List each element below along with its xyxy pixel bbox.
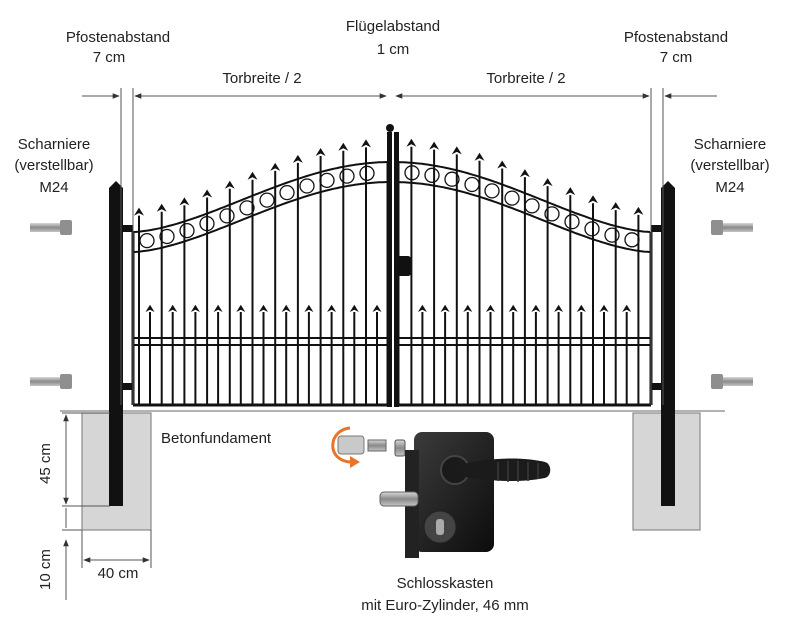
lock-box-icon <box>331 426 551 558</box>
post-left <box>109 188 123 506</box>
post-gap-right-title: Pfostenabstand <box>623 29 729 46</box>
hinge-right-line3: M24 <box>715 179 745 196</box>
leaf-gap-title: Flügelabstand <box>345 18 441 35</box>
depth-10-label: 10 cm <box>37 549 54 590</box>
post-gap-left-value: 7 cm <box>92 49 126 66</box>
leaf-gap-value: 1 cm <box>376 41 410 58</box>
dimension-lines <box>62 88 717 600</box>
lock-label-line1: Schlosskasten <box>396 575 494 592</box>
hinge-left-line1: Scharniere <box>17 136 91 153</box>
post-gap-left-title: Pfostenabstand <box>65 29 171 46</box>
hinge-bolts <box>30 220 753 389</box>
width-40-label: 40 cm <box>97 565 139 582</box>
gate-leaves <box>123 124 661 407</box>
post-right <box>661 188 675 506</box>
hinge-right-line2: (verstellbar) <box>690 157 770 174</box>
hinge-left-line3: M24 <box>39 179 69 196</box>
hinge-right-line1: Scharniere <box>693 136 767 153</box>
depth-45-label: 45 cm <box>37 443 54 484</box>
post-gap-right-value: 7 cm <box>659 49 693 66</box>
hinge-bolt-icon <box>711 374 753 389</box>
hinge-left-line2: (verstellbar) <box>14 157 94 174</box>
hinge-bolt-icon <box>711 220 753 235</box>
hinge-bolt-icon <box>30 220 72 235</box>
gate-width-right: Torbreite / 2 <box>486 70 566 87</box>
lock-label-line2: mit Euro-Zylinder, 46 mm <box>361 597 529 614</box>
rotate-arrow-icon <box>331 426 365 468</box>
foundation-label: Betonfundament <box>161 430 272 447</box>
gate-width-left: Torbreite / 2 <box>222 70 302 87</box>
hinge-bolt-icon <box>30 374 72 389</box>
